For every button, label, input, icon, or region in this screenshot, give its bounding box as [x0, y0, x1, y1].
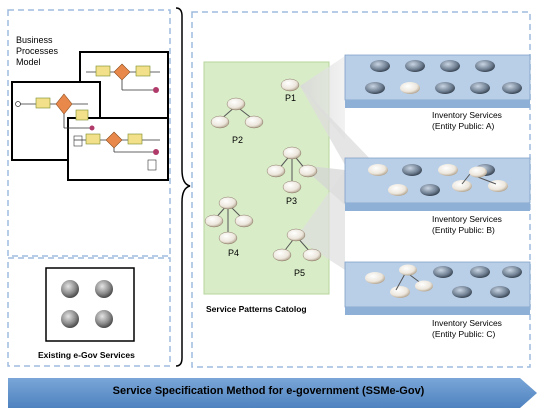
- pattern-p4-icon: [204, 196, 254, 245]
- bp-model-box: [7, 9, 171, 257]
- pattern-p5-label: P5: [294, 268, 306, 278]
- inventory-a-label: Inventory Services (Entity Public: A): [432, 110, 502, 131]
- pattern-p2-label: P2: [232, 135, 244, 145]
- method-banner-title: Service Specification Method for e-gover…: [112, 385, 425, 397]
- catalog-label: Service Patterns Catolog: [206, 304, 307, 314]
- pattern-p4-label: P4: [228, 248, 240, 258]
- grouping-brace: [175, 7, 191, 367]
- bpmn-diagram-icon: [11, 51, 169, 181]
- mapping-beam-a: [300, 56, 345, 140]
- bp-model-title: Business Processes Model: [16, 35, 59, 67]
- platform-a-services: [365, 60, 522, 94]
- inventory-c-label: Inventory Services (Entity Public: C): [432, 318, 502, 339]
- pattern-p2-icon: [210, 97, 264, 129]
- pattern-p3-icon: [266, 146, 318, 194]
- existing-services-box: [7, 257, 171, 367]
- pattern-p1-label: P1: [285, 93, 297, 103]
- pattern-p5-icon: [272, 228, 322, 262]
- existing-services-icon: [45, 267, 135, 342]
- method-banner-arrow: [8, 378, 537, 408]
- platform-c-services: [365, 264, 522, 298]
- pattern-p1-icon: [280, 78, 300, 92]
- mapping-beam-c: [296, 170, 345, 270]
- pattern-p3-label: P3: [286, 196, 298, 206]
- platform-b-services: [368, 164, 508, 196]
- inventory-b-label: Inventory Services (Entity Public: B): [432, 214, 502, 235]
- existing-services-label: Existing e-Gov Services: [38, 350, 135, 360]
